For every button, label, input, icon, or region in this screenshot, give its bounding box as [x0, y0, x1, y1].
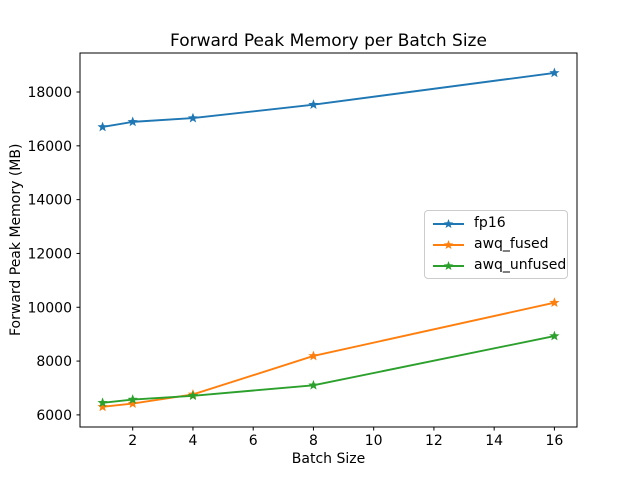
legend-label: awq_fused	[474, 236, 549, 252]
x-tick-label: 6	[249, 433, 258, 449]
legend-item-fp16: fp16	[432, 213, 560, 234]
y-tick-label: 8000	[36, 354, 72, 370]
legend-item-awq-fused: awq_fused	[432, 234, 560, 255]
legend-line-marker-icon	[433, 218, 464, 228]
legend-label: awq_unfused	[474, 257, 567, 273]
legend-line-marker-icon	[433, 239, 464, 249]
data-point-marker	[549, 297, 560, 308]
x-tick-label: 2	[128, 433, 137, 449]
legend-item-awq-unfused: awq_unfused	[432, 255, 566, 276]
chart-title: Forward Peak Memory per Batch Size	[170, 31, 487, 51]
legend-line-marker-icon	[433, 260, 464, 270]
y-tick-label: 18000	[27, 85, 72, 101]
data-point-marker	[187, 112, 199, 123]
x-tick-label: 8	[309, 433, 318, 449]
data-point-marker	[97, 401, 108, 412]
series-line-fp16	[102, 71, 555, 128]
data-point-marker	[308, 99, 319, 110]
data-point-marker	[308, 379, 319, 390]
plot-frame	[79, 52, 578, 428]
x-axis-label: Batch Size	[291, 451, 366, 467]
x-tick-label: 16	[545, 433, 563, 449]
data-point-marker	[308, 350, 319, 361]
series-line-awq_unfused	[102, 335, 555, 404]
data-point-marker	[127, 116, 138, 127]
legend-label: fp16	[474, 215, 506, 231]
x-tick-label: 10	[365, 433, 383, 449]
y-tick-label: 10000	[27, 300, 72, 316]
x-tick-label: 14	[485, 433, 503, 449]
data-point-marker	[187, 390, 199, 401]
data-point-marker	[549, 67, 560, 78]
series-line-awq_fused	[102, 301, 555, 408]
data-point-marker	[127, 398, 138, 408]
x-tick-label: 4	[188, 433, 197, 449]
x-tick-label: 12	[425, 433, 443, 449]
y-tick-label: 6000	[36, 408, 72, 424]
y-tick-label: 12000	[27, 246, 72, 262]
y-tick-label: 16000	[27, 139, 72, 155]
data-point-marker	[127, 394, 138, 404]
data-point-marker	[97, 397, 108, 408]
data-point-marker	[97, 121, 108, 132]
data-point-marker	[549, 330, 560, 341]
y-tick-label: 14000	[27, 193, 72, 209]
legend: fp16 awq_fused awq_unfused	[424, 210, 568, 279]
